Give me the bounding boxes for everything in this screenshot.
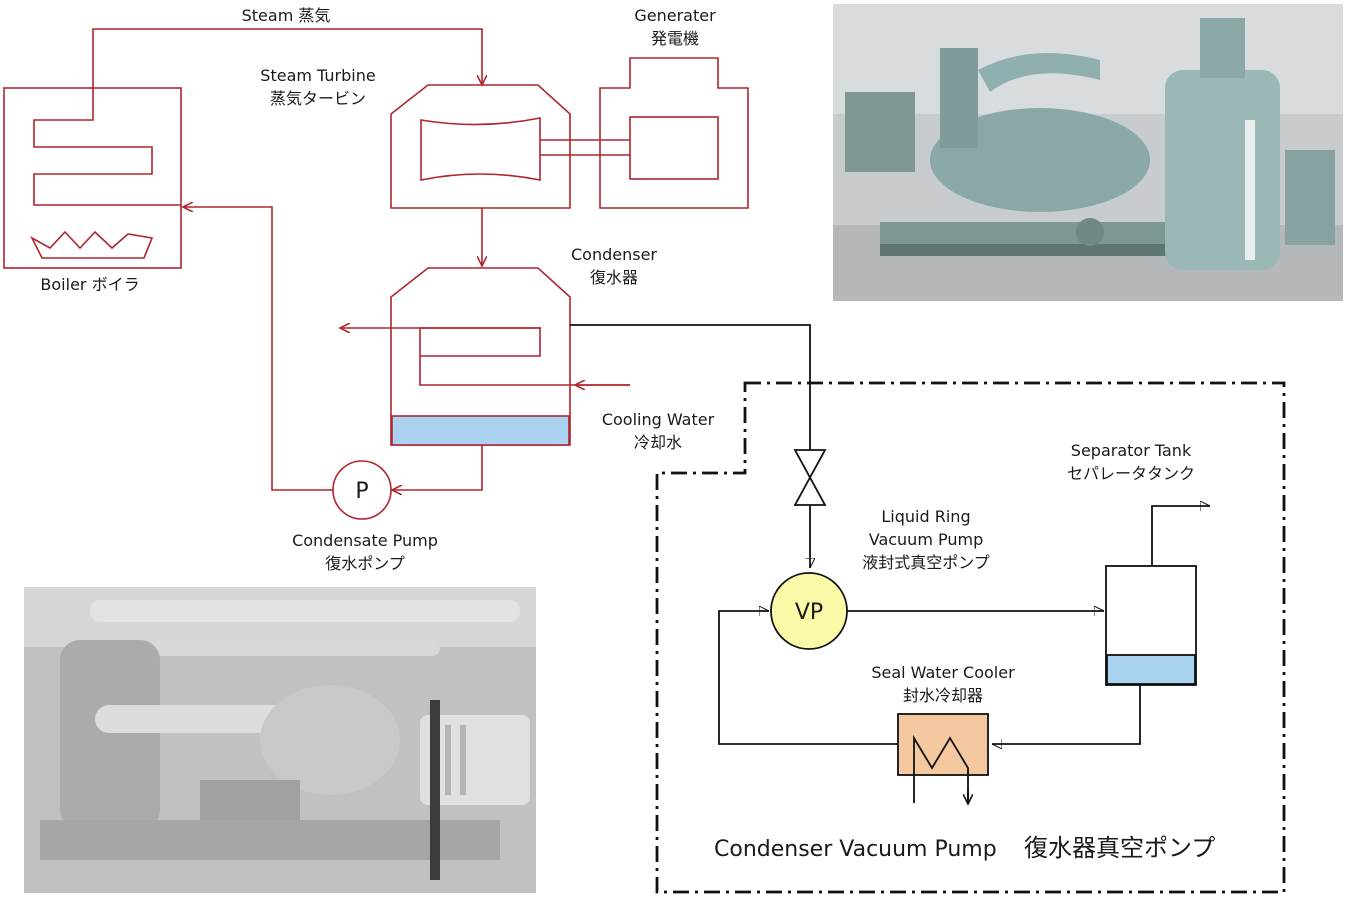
generator-label-en: Generater bbox=[634, 6, 716, 25]
photo-vacuum-pump-skid bbox=[833, 4, 1343, 301]
boiler-label: Boiler ボイラ bbox=[40, 275, 139, 294]
boiler bbox=[3, 87, 182, 269]
condensate-pipe bbox=[392, 445, 483, 490]
lrvp-label-en1: Liquid Ring bbox=[881, 507, 970, 526]
flame-icon bbox=[30, 230, 154, 259]
condensate-label-jp: 復水ポンプ bbox=[325, 554, 405, 573]
steam-turbine bbox=[390, 84, 571, 209]
condenser-label-jp: 復水器 bbox=[590, 268, 638, 287]
lrvp-label-jp: 液封式真空ポンプ bbox=[862, 553, 990, 572]
vacuum-pump-boundary bbox=[655, 381, 1286, 894]
title-en: Condenser Vacuum Pump bbox=[714, 837, 997, 862]
cooler-label-jp: 封水冷却器 bbox=[903, 686, 983, 705]
photo-installed-vacuum-pump bbox=[24, 587, 536, 893]
condensate-pump-symbol: P bbox=[355, 479, 368, 504]
valve-icon bbox=[793, 449, 827, 506]
turbine-label-en: Steam Turbine bbox=[260, 66, 375, 85]
turbine-shaft bbox=[540, 139, 630, 156]
separator-tank bbox=[1105, 565, 1197, 686]
steam-label: Steam 蒸気 bbox=[242, 6, 331, 25]
separator-label-jp: セパレータタンク bbox=[1067, 464, 1195, 483]
turbine-label-jp: 蒸気タービン bbox=[270, 89, 366, 108]
separator-water bbox=[1106, 654, 1196, 685]
vent-pipe bbox=[1151, 506, 1210, 566]
condenser bbox=[340, 267, 630, 446]
condensate-label-en: Condensate Pump bbox=[292, 531, 438, 550]
lrvp-label-en2: Vacuum Pump bbox=[869, 530, 984, 549]
generator bbox=[599, 57, 749, 209]
condenser-label-en: Condenser bbox=[571, 245, 657, 264]
cooling-label-en: Cooling Water bbox=[602, 410, 715, 429]
title-jp: 復水器真空ポンプ bbox=[1024, 834, 1215, 862]
cooler-label-en: Seal Water Cooler bbox=[871, 663, 1015, 682]
generator-label-jp: 発電機 bbox=[651, 29, 699, 48]
steam-pipe bbox=[92, 28, 482, 88]
feedwater-pipe bbox=[183, 207, 333, 491]
air-extraction-pipe bbox=[570, 324, 811, 450]
cooling-label-jp: 冷却水 bbox=[634, 433, 682, 452]
vp-symbol: VP bbox=[795, 600, 823, 625]
seal-water-cooler bbox=[897, 713, 989, 804]
condensate-water bbox=[391, 415, 570, 446]
separator-label-en: Separator Tank bbox=[1071, 441, 1192, 460]
